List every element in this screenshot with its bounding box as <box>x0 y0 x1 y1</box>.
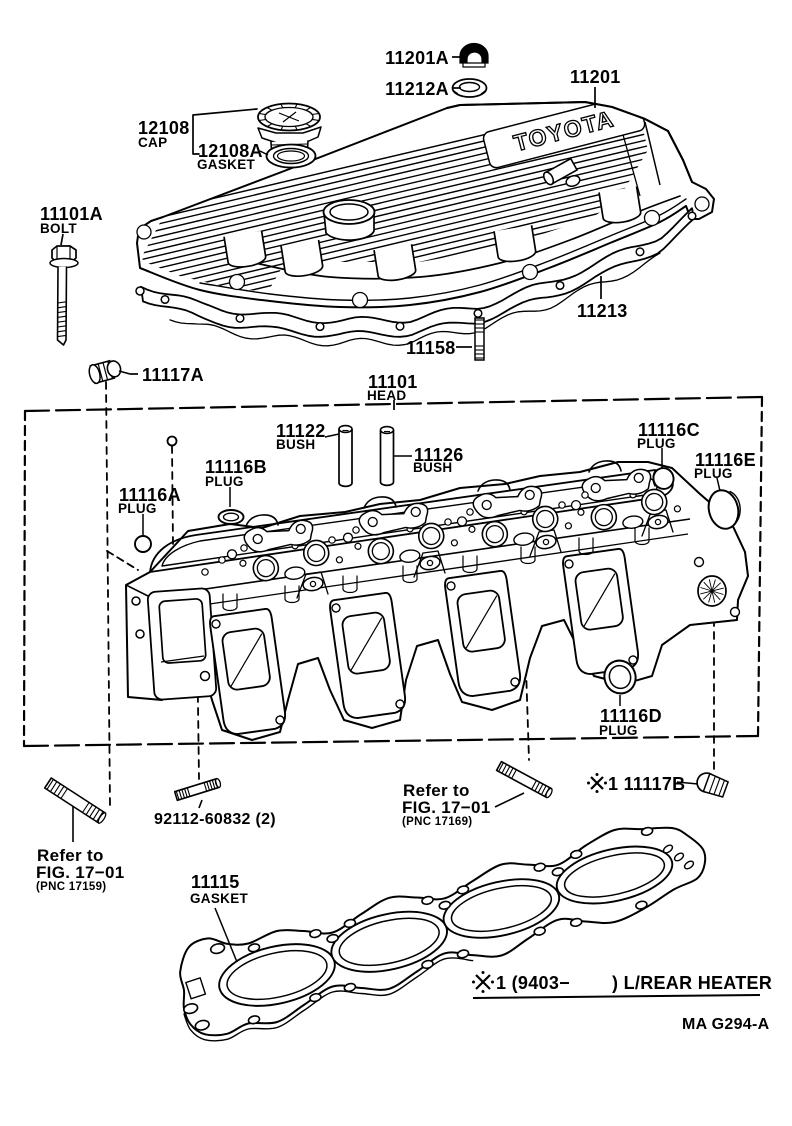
svg-text:11116E: 11116E <box>695 450 756 470</box>
svg-text:GASKET: GASKET <box>190 891 249 906</box>
svg-text:11213: 11213 <box>577 301 628 321</box>
svg-text:1 11117B: 1 11117B <box>608 774 686 794</box>
svg-text:11201: 11201 <box>570 67 621 87</box>
svg-text:(PNC 17169): (PNC 17169) <box>402 816 472 828</box>
svg-text:PLUG: PLUG <box>637 436 676 451</box>
svg-text:11101: 11101 <box>368 372 418 392</box>
svg-text:FIG. 17−01: FIG. 17−01 <box>36 863 125 882</box>
svg-text:PLUG: PLUG <box>118 501 157 516</box>
svg-text:11201A: 11201A <box>385 48 449 68</box>
svg-text:11115: 11115 <box>191 872 240 892</box>
svg-text:BUSH: BUSH <box>413 460 452 475</box>
svg-text:PLUG: PLUG <box>599 723 638 738</box>
svg-text:FIG. 17−01: FIG. 17−01 <box>402 798 491 817</box>
svg-text:11101A: 11101A <box>40 204 103 224</box>
svg-text:11116B: 11116B <box>205 457 267 477</box>
svg-text:PLUG: PLUG <box>205 474 244 489</box>
svg-text:(PNC 17159): (PNC 17159) <box>36 881 106 893</box>
svg-text:11126: 11126 <box>414 445 464 465</box>
svg-text:11212A: 11212A <box>385 79 449 99</box>
svg-text:CAP: CAP <box>138 135 167 150</box>
svg-text:11116A: 11116A <box>119 485 181 505</box>
svg-text:11158: 11158 <box>406 338 456 358</box>
svg-text:11122: 11122 <box>276 421 326 441</box>
svg-text:12108: 12108 <box>138 118 190 138</box>
svg-text:12108A: 12108A <box>198 141 263 161</box>
svg-text:) L/REAR HEATER: ) L/REAR HEATER <box>612 973 772 993</box>
svg-text:HEAD: HEAD <box>367 388 406 403</box>
svg-text:11116D: 11116D <box>600 706 662 726</box>
svg-text:11116C: 11116C <box>638 420 700 440</box>
svg-text:Refer to: Refer to <box>403 781 470 800</box>
svg-text:GASKET: GASKET <box>197 157 256 172</box>
svg-text:PLUG: PLUG <box>694 466 733 481</box>
svg-text:92112-60832 (2): 92112-60832 (2) <box>154 811 276 828</box>
svg-text:1 (9403−: 1 (9403− <box>496 973 570 993</box>
svg-text:BOLT: BOLT <box>40 221 77 236</box>
svg-text:11117A: 11117A <box>142 365 204 385</box>
svg-text:MA G294-A: MA G294-A <box>682 1016 770 1033</box>
svg-text:Refer to: Refer to <box>37 846 104 865</box>
svg-text:BUSH: BUSH <box>276 437 315 452</box>
